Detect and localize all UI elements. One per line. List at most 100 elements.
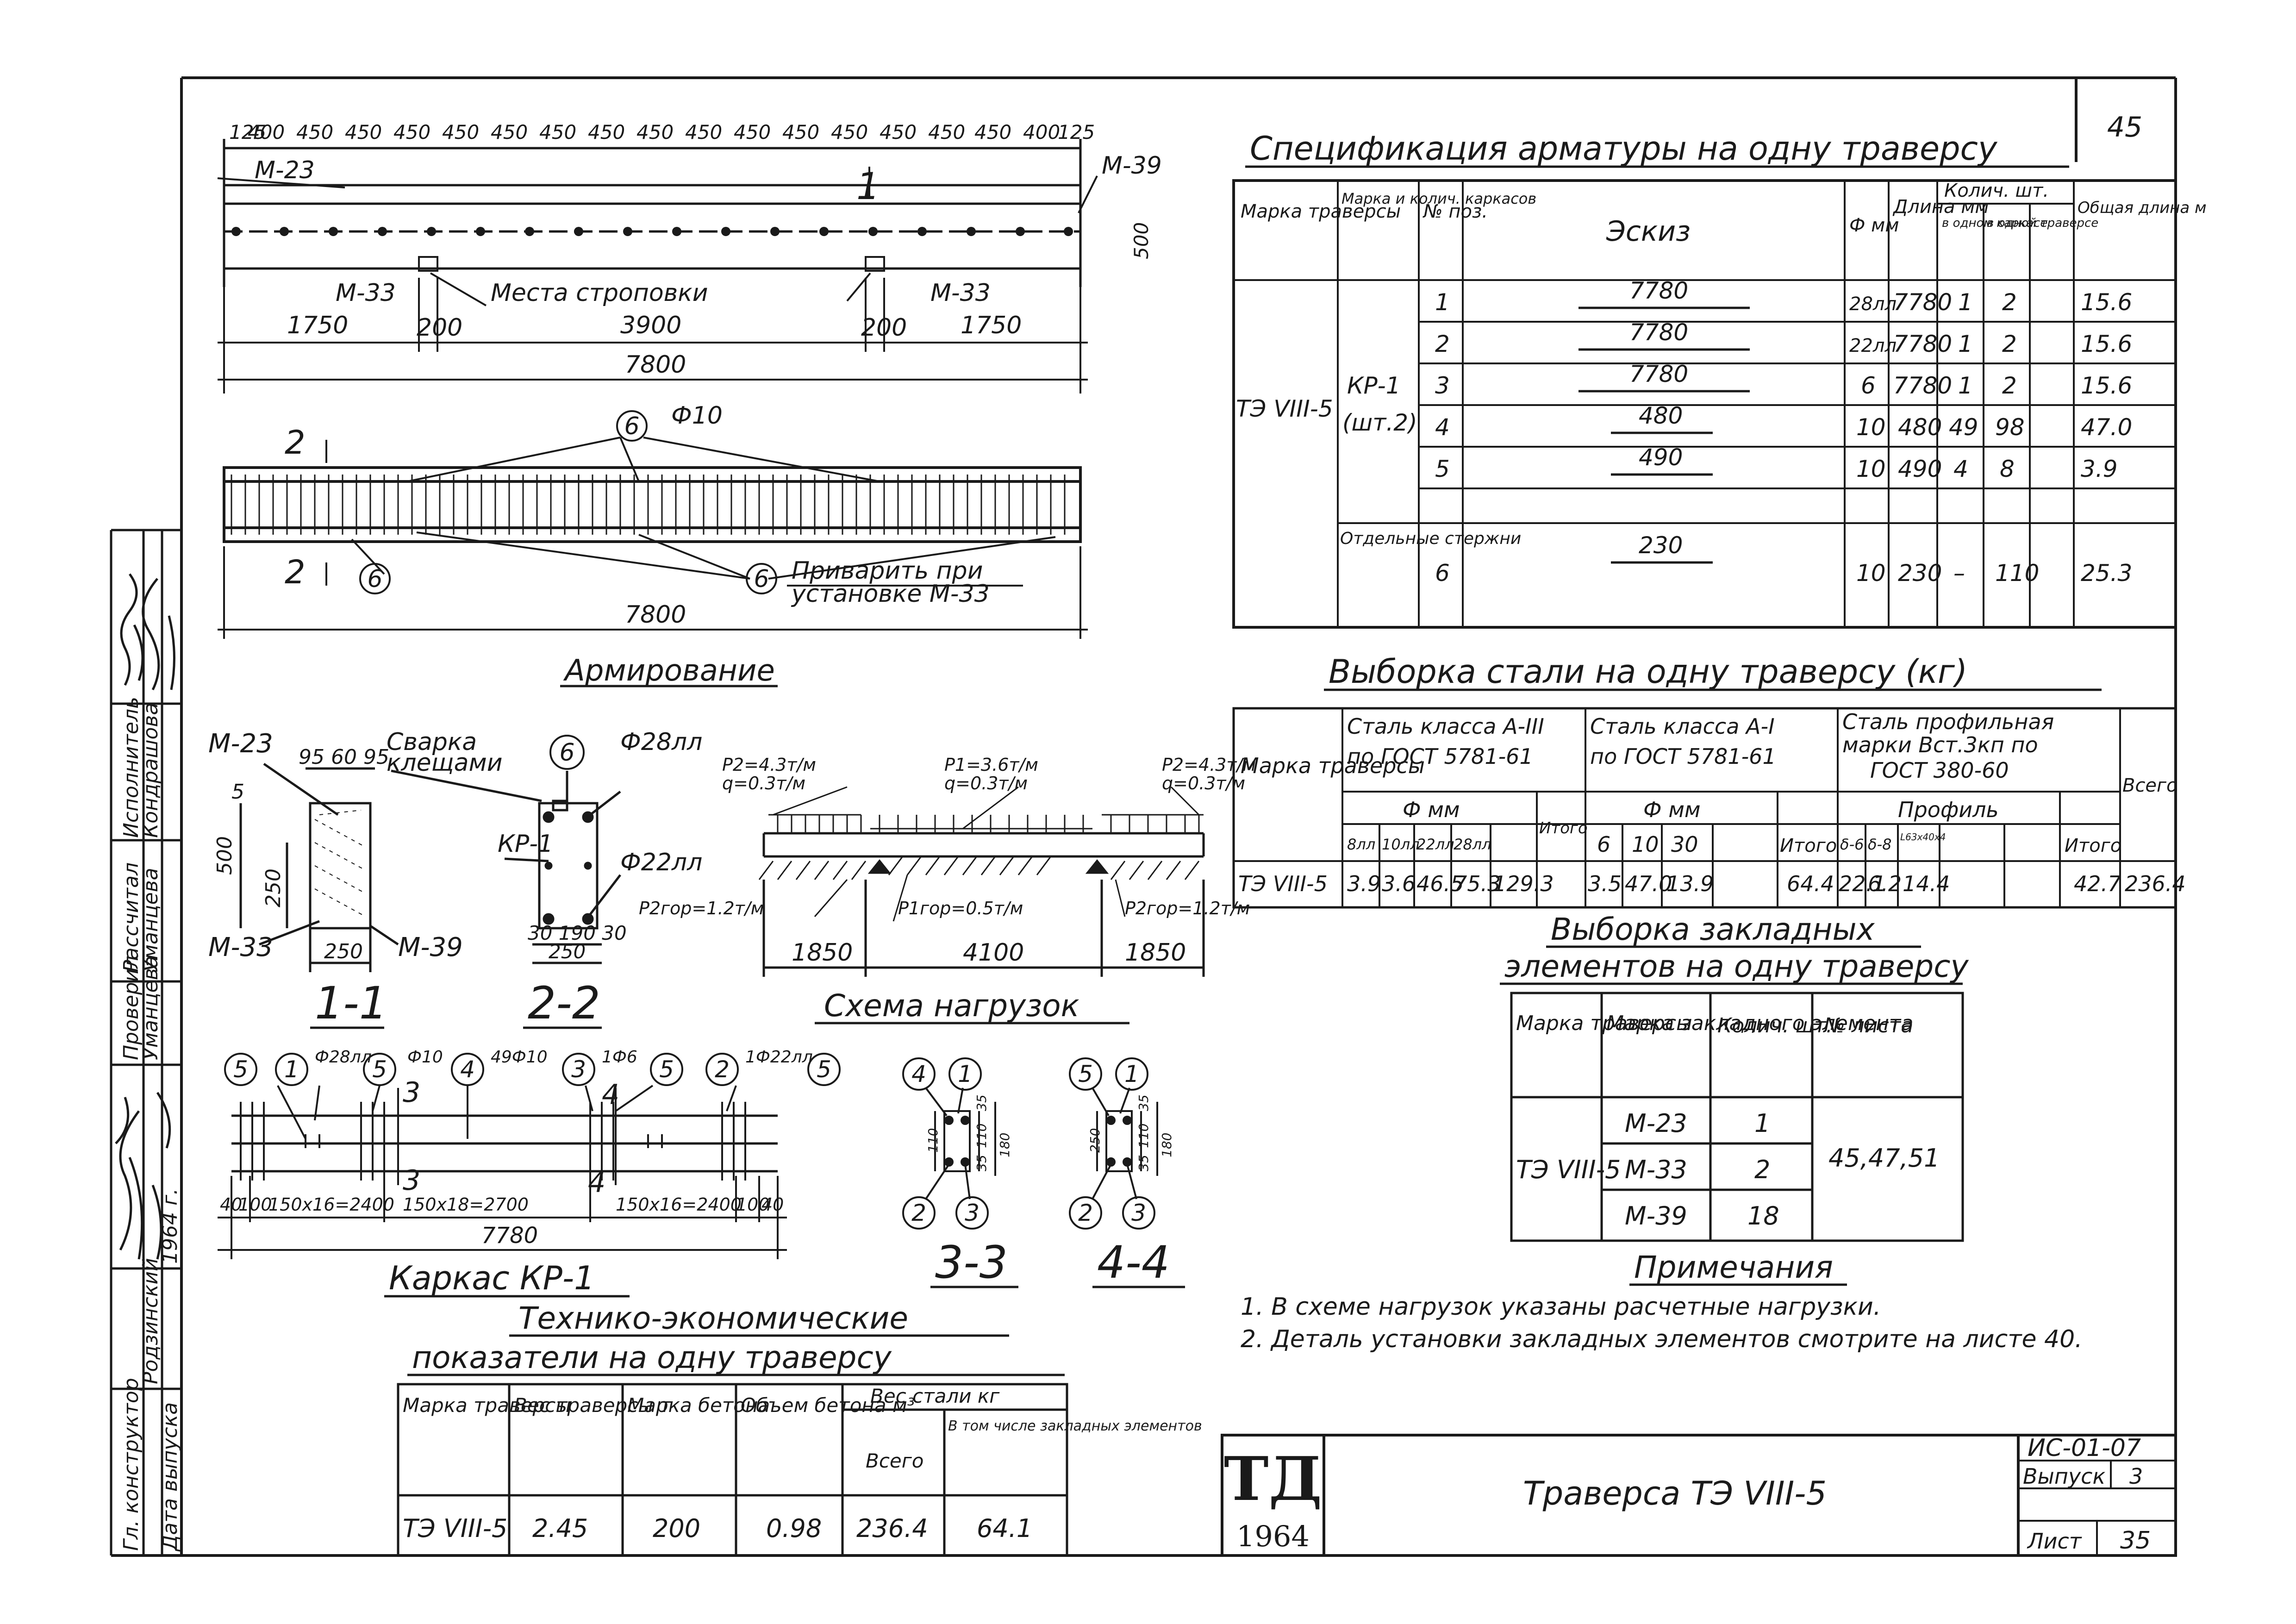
label-m33: М-33 bbox=[336, 279, 396, 307]
section-2-2: 6 Сварка клещами Ф28лл Ф22лл КР-1 30 190… bbox=[387, 728, 702, 1029]
table-cell: 7780 bbox=[1893, 331, 1952, 357]
frame-kr1: 5 1 5 4 3 5 2 5 Ф28лл Ф10 49Ф10 1Ф6 1Ф22… bbox=[218, 1048, 841, 1298]
dim-text: 100 bbox=[238, 1194, 272, 1215]
dim-text: 95 60 95 bbox=[299, 745, 389, 769]
callout-number: 2 bbox=[715, 1056, 730, 1083]
callout-number: 5 bbox=[659, 1056, 674, 1083]
table-cell: 15.6 bbox=[2081, 289, 2132, 316]
table-cell: 25.3 bbox=[2081, 560, 2132, 587]
callout-number: 4 bbox=[911, 1061, 926, 1087]
table-header: Ф мм bbox=[1643, 797, 1701, 822]
dim-text: 450 bbox=[928, 121, 965, 144]
dim-text: 450 bbox=[782, 121, 819, 144]
logo-letters: ТД bbox=[1224, 1443, 1322, 1514]
dim-text: 150х16=2400 bbox=[616, 1194, 742, 1215]
table-cell: 230 bbox=[1898, 560, 1942, 587]
stamp-role: Рассчитал bbox=[119, 862, 143, 972]
dim-text: 250 bbox=[549, 940, 586, 963]
stamp-role: Проверил bbox=[119, 956, 143, 1060]
table-cell: М-23 bbox=[1625, 1109, 1687, 1138]
table-header: марки Вст.3кп по bbox=[1842, 732, 2038, 757]
dim-text: 1850 bbox=[1125, 939, 1186, 967]
load-label: q=0.3т/м bbox=[1162, 773, 1245, 793]
dim-text: 110 bbox=[925, 1128, 941, 1153]
drawing-code: ИС-01-07 bbox=[2028, 1434, 2141, 1462]
section-mark: 1 bbox=[856, 165, 880, 208]
table-header: Ф мм bbox=[1403, 797, 1460, 822]
dim-text: 250 bbox=[324, 940, 363, 963]
table-cell: 110 bbox=[1995, 560, 2039, 587]
table-header: В том числе закладных элементов bbox=[948, 1418, 1202, 1434]
table-cell: 1 bbox=[1754, 1109, 1770, 1138]
stirrups bbox=[231, 475, 1066, 535]
table-header: 10 bbox=[1632, 832, 1659, 857]
table-cell: 490 bbox=[1898, 456, 1942, 482]
table-header: 6 bbox=[1597, 832, 1610, 857]
dim-text: 450 bbox=[685, 121, 722, 144]
bar-note: Ф22лл bbox=[620, 849, 702, 876]
reinforcement-view: 6 Ф10 6 6 Приварить при установке М-33 2… bbox=[218, 402, 1088, 688]
view-title: 1-1 bbox=[315, 977, 387, 1029]
plan-view: 125 400 450 450 450 450 450 450 450 450 … bbox=[217, 121, 1162, 394]
dim-text: 150х18=2700 bbox=[403, 1194, 529, 1215]
table-header: 30 bbox=[1671, 832, 1698, 857]
table-cell: 230 bbox=[1639, 532, 1683, 559]
dim-text: 400 bbox=[1023, 121, 1060, 144]
table-header: δ-8 bbox=[1868, 836, 1891, 853]
sketch-lines bbox=[1578, 306, 1750, 564]
callout-number: 1 bbox=[284, 1056, 299, 1083]
callout-number: 5 bbox=[233, 1056, 248, 1083]
table-header: ГОСТ 380-60 bbox=[1870, 758, 2009, 783]
table-cell: 2.45 bbox=[532, 1514, 588, 1543]
sheet-label: Лист bbox=[2027, 1529, 2082, 1554]
table-header: δ-6 bbox=[1840, 836, 1864, 853]
frame-label: КР-1 bbox=[498, 830, 553, 858]
table-cell: 7780 bbox=[1629, 319, 1688, 346]
dim-text: 1750 bbox=[287, 312, 348, 339]
table-cell: 10 bbox=[1856, 560, 1886, 587]
table-title: Спецификация арматуры на одну траверсу bbox=[1250, 130, 1998, 168]
table-title: Технико-экономические bbox=[518, 1300, 908, 1336]
callout-number: 1 bbox=[1124, 1061, 1139, 1087]
dim-text: 35 bbox=[974, 1094, 989, 1111]
table-header: 28лл bbox=[1454, 836, 1491, 853]
view-title: Каркас КР-1 bbox=[389, 1259, 595, 1297]
table-header: 8лл bbox=[1347, 836, 1375, 853]
callout-number: 6 bbox=[367, 565, 382, 593]
load-label: P2=4.3т/м bbox=[1162, 755, 1256, 775]
table-cell: 3 bbox=[1435, 372, 1450, 399]
dim-text: 450 bbox=[491, 121, 528, 144]
table-cell: 64.1 bbox=[977, 1514, 1032, 1543]
table-cell: ТЭ VIII-5 bbox=[1236, 395, 1333, 422]
plan-dim-lines bbox=[218, 278, 1088, 394]
table-cell: 18 bbox=[1747, 1201, 1779, 1230]
note-item: 2. Деталь установки закладных элементов … bbox=[1241, 1325, 2083, 1353]
stamp-name: Уманцева bbox=[139, 868, 162, 972]
bar-note: Ф10 bbox=[671, 402, 723, 430]
table-cell: 2 bbox=[2002, 331, 2017, 357]
table-header: Марка траверсы bbox=[1516, 1012, 1692, 1035]
table-cell: 13.9 bbox=[1666, 871, 1714, 896]
view-title: 3-3 bbox=[935, 1237, 1008, 1288]
dim-text: 250 bbox=[262, 868, 285, 907]
table-cell: – bbox=[1953, 560, 1965, 587]
callout-number: 2 bbox=[1078, 1199, 1093, 1226]
table-cell: 4 bbox=[1435, 414, 1450, 441]
label-m33: М-33 bbox=[208, 932, 273, 962]
load-label: q=0.3т/м bbox=[944, 773, 1028, 793]
dim-text: 7800 bbox=[625, 351, 686, 379]
dim-text: 35 bbox=[974, 1155, 989, 1171]
table-cell: М-39 bbox=[1625, 1201, 1687, 1230]
callout-number: 6 bbox=[754, 565, 769, 593]
welding-note: Сварка bbox=[387, 728, 477, 756]
table-cell: 46.5 bbox=[1416, 871, 1464, 896]
weld-note: Приварить при bbox=[792, 557, 983, 585]
table-header: Вес стали кг bbox=[870, 1385, 1000, 1407]
table-cell: 480 bbox=[1898, 414, 1942, 441]
table-cell: 42.7 bbox=[2074, 871, 2121, 896]
table-cell: 7780 bbox=[1893, 289, 1952, 316]
table-header: Итого bbox=[1780, 835, 1837, 856]
dim-text: 200 bbox=[861, 314, 907, 342]
table-cell: 6.2 bbox=[1868, 871, 1902, 896]
callout-number: 3 bbox=[1131, 1199, 1146, 1226]
